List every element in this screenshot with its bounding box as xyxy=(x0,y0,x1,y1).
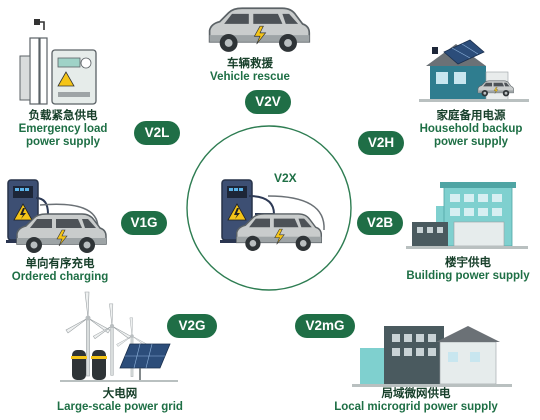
badge-v2l: V2L xyxy=(134,121,180,145)
emergency-load-device-icon xyxy=(19,19,97,105)
label-building-power-en: Building power supply xyxy=(406,270,530,282)
label-power-grid-cn: 大电网 xyxy=(102,388,138,400)
vehicle-rescue-car-icon xyxy=(208,7,311,53)
label-household-backup: 家庭备用电源 Household backup power supply xyxy=(412,110,530,149)
center-label-v2x: V2X xyxy=(274,171,297,185)
label-power-grid-en: Large-scale power grid xyxy=(57,401,183,413)
household-house-icon xyxy=(419,39,529,102)
badge-v2h: V2H xyxy=(358,131,404,155)
power-grid-icon xyxy=(60,291,178,382)
label-microgrid-en: Local microgrid power supply xyxy=(334,401,498,413)
label-household-backup-cn: 家庭备用电源 xyxy=(436,110,506,122)
label-emergency-load-en1: Emergency load xyxy=(18,123,108,135)
label-microgrid-cn: 局域微网供电 xyxy=(381,388,451,400)
label-ordered-charging-en: Ordered charging xyxy=(11,271,109,283)
label-ordered-charging: 单向有序充电 Ordered charging xyxy=(4,258,116,284)
label-vehicle-rescue-cn: 车辆救援 xyxy=(227,58,273,70)
badge-v1g: V1G xyxy=(121,211,167,235)
label-emergency-load-cn: 负载紧急供电 xyxy=(28,110,98,122)
label-building-power: 楼宇供电 Building power supply xyxy=(400,257,536,283)
label-household-backup-en2: power supply xyxy=(433,136,509,148)
building-icon xyxy=(406,182,528,249)
label-household-backup-en1: Household backup xyxy=(419,123,523,135)
label-emergency-load: 负载紧急供电 Emergency load power supply xyxy=(8,110,118,149)
label-vehicle-rescue-en: Vehicle rescue xyxy=(210,71,290,83)
microgrid-icon xyxy=(352,326,512,387)
badge-v2mg: V2mG xyxy=(295,314,355,338)
badge-v2g: V2G xyxy=(167,314,217,338)
label-microgrid: 局域微网供电 Local microgrid power supply xyxy=(326,388,506,414)
center-ring xyxy=(186,125,352,291)
label-emergency-load-en2: power supply xyxy=(25,136,101,148)
badge-v2b: V2B xyxy=(357,211,403,235)
label-vehicle-rescue: 车辆救援 Vehicle rescue xyxy=(195,58,305,84)
label-power-grid: 大电网 Large-scale power grid xyxy=(48,388,192,414)
badge-v2v: V2V xyxy=(245,90,291,114)
label-building-power-cn: 楼宇供电 xyxy=(445,257,491,269)
label-ordered-charging-cn: 单向有序充电 xyxy=(25,258,95,270)
